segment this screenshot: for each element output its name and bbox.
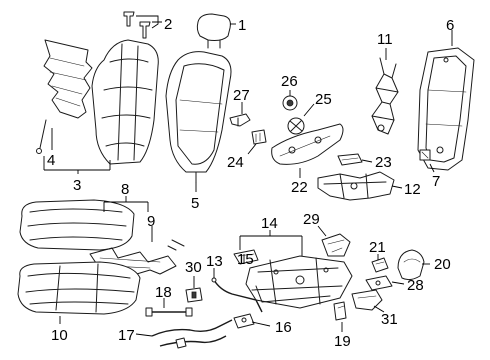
callout-19: 19	[334, 333, 351, 350]
seat-motor	[233, 249, 259, 265]
callout-11: 11	[377, 31, 393, 48]
callout-6: 6	[446, 17, 454, 34]
callout-24: 24	[227, 154, 244, 171]
recliner-knob	[282, 95, 298, 111]
lumbar-knob	[287, 117, 305, 135]
lumbar-support	[371, 57, 399, 135]
seat-switch	[337, 153, 363, 166]
callout-25: 25	[315, 91, 332, 108]
clip-21	[371, 257, 389, 273]
callout-13: 13	[206, 253, 223, 270]
callout-10: 10	[51, 327, 68, 344]
cover-cap	[397, 249, 425, 281]
seatback-pad	[165, 51, 232, 183]
callout-16: 16	[275, 319, 292, 336]
callout-28: 28	[407, 277, 424, 294]
wire-link	[211, 277, 263, 313]
callout-29: 29	[303, 211, 320, 228]
callout-12: 12	[404, 181, 421, 198]
cushion-adjuster	[317, 171, 395, 201]
connector	[233, 313, 255, 329]
headrest	[196, 13, 231, 49]
clip-19	[333, 301, 347, 321]
clip	[229, 113, 251, 127]
callout-9: 9	[147, 213, 155, 230]
callout-labels: 1 2 3 4 5 6 7 8 9 10 11 12 13 14 15 16 1…	[47, 16, 454, 350]
frame-clip	[419, 149, 431, 161]
callout-23: 23	[375, 154, 392, 171]
callout-5: 5	[191, 195, 199, 212]
callout-8: 8	[121, 181, 129, 198]
callout-2: 2	[164, 16, 172, 33]
side-shield	[271, 123, 344, 165]
small-bracket	[251, 129, 267, 145]
headrest-guides	[123, 11, 151, 39]
seatback-frame	[417, 47, 475, 171]
sensor-bracket	[185, 287, 203, 303]
callout-27: 27	[233, 87, 250, 104]
bracket-31	[351, 289, 383, 311]
seat-cushion-cover	[19, 199, 135, 251]
seatback-cover	[91, 39, 159, 165]
callout-30: 30	[185, 259, 202, 276]
wire	[145, 307, 193, 317]
callout-7: 7	[432, 173, 440, 190]
callout-17: 17	[118, 327, 135, 344]
callout-21: 21	[369, 239, 386, 256]
callout-14: 14	[261, 215, 278, 232]
callout-22: 22	[291, 179, 308, 196]
callout-31: 31	[381, 311, 398, 328]
seatback-heater-mat	[36, 39, 93, 154]
seat-track-assembly	[245, 255, 353, 309]
wire-harness	[151, 319, 233, 349]
callout-20: 20	[434, 256, 451, 273]
callout-4: 4	[47, 152, 55, 169]
seat-cushion-pad	[17, 261, 141, 315]
bracket-29	[321, 233, 351, 257]
callout-1: 1	[238, 17, 246, 34]
callout-18: 18	[155, 284, 172, 301]
callout-3: 3	[73, 177, 81, 194]
bracket-28	[365, 275, 393, 291]
leader-lines	[43, 15, 453, 337]
callout-15: 15	[237, 251, 254, 268]
callout-26: 26	[281, 73, 298, 90]
